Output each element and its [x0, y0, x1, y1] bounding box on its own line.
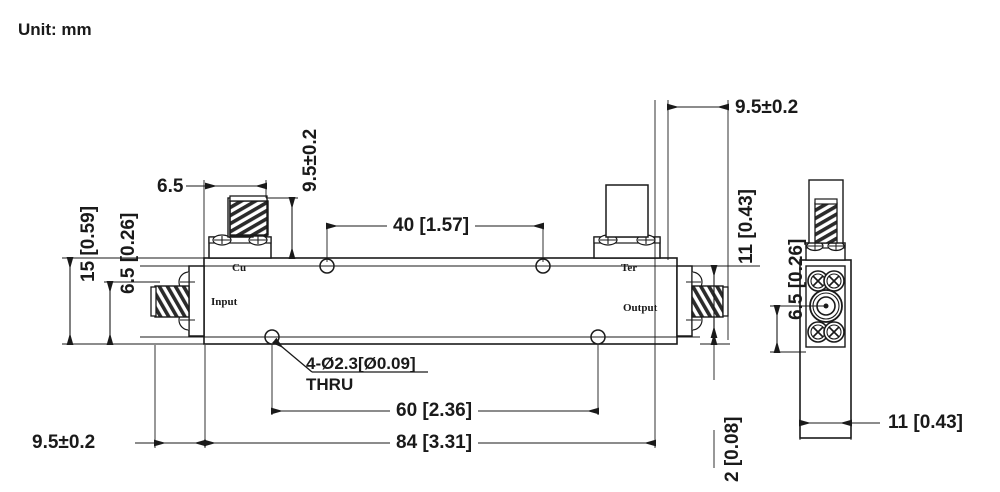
part-label-input: Input: [211, 296, 238, 308]
end-view-screws: [807, 270, 845, 343]
dim-label-bottom-step: 2 [0.08]: [722, 416, 743, 482]
end-view-top-connector: [805, 179, 846, 261]
dim-label-hole-spacing-bottom: 60 [2.36]: [390, 400, 479, 422]
note-hole-callout-thru: THRU: [306, 375, 354, 394]
dim-connector-height: [104, 281, 160, 345]
dim-label-end-view-width: 11 [0.43]: [888, 412, 963, 433]
dim-label-left-offset: 9.5±0.2: [32, 432, 96, 453]
dim-label-right-top-offset: 9.5±0.2: [735, 97, 799, 118]
input-sma-connector: [150, 265, 205, 337]
dim-left-offset: [135, 345, 206, 448]
note-hole-callout: 4-Ø2.3[Ø0.09]: [306, 354, 416, 373]
part-label-ter: Ter: [621, 262, 638, 274]
output-sma-connector: [676, 265, 729, 337]
dim-label-hole-spacing-top: 40 [1.57]: [387, 215, 476, 237]
part-label-output: Output: [623, 302, 658, 314]
dim-end-view-center-height: [770, 305, 828, 353]
unit-note: Unit: mm: [18, 20, 92, 39]
dim-label-right-height-11: 11 [0.43]: [736, 189, 757, 264]
dim-label-overall-height: 15 [0.59]: [78, 205, 99, 282]
dim-label-end-view-center-height: 6.5 [0.26]: [786, 238, 807, 320]
part-label-cu: Cu: [232, 262, 247, 274]
top-sma-connector: [208, 195, 272, 259]
dim-bottom-step: [700, 318, 730, 468]
dim-overall-height: [62, 257, 210, 345]
dim-top-connector-height: [266, 197, 298, 259]
dim-end-view-width: [799, 419, 880, 440]
dim-label-top-connector-height: 9.5±0.2: [300, 128, 321, 192]
dim-label-overall-length: 84 [3.31]: [390, 432, 479, 454]
dim-label-top-connector-offset: 6.5: [157, 176, 184, 197]
dim-top-connector-offset: [186, 180, 267, 262]
centerlines: [140, 265, 760, 338]
end-view: [770, 179, 880, 440]
terminator-block: [593, 184, 661, 259]
dim-label-connector-height: 6.5 [0.26]: [118, 212, 139, 294]
dim-right-top-offset: [667, 100, 729, 340]
hole-callout-leader: [272, 337, 428, 373]
